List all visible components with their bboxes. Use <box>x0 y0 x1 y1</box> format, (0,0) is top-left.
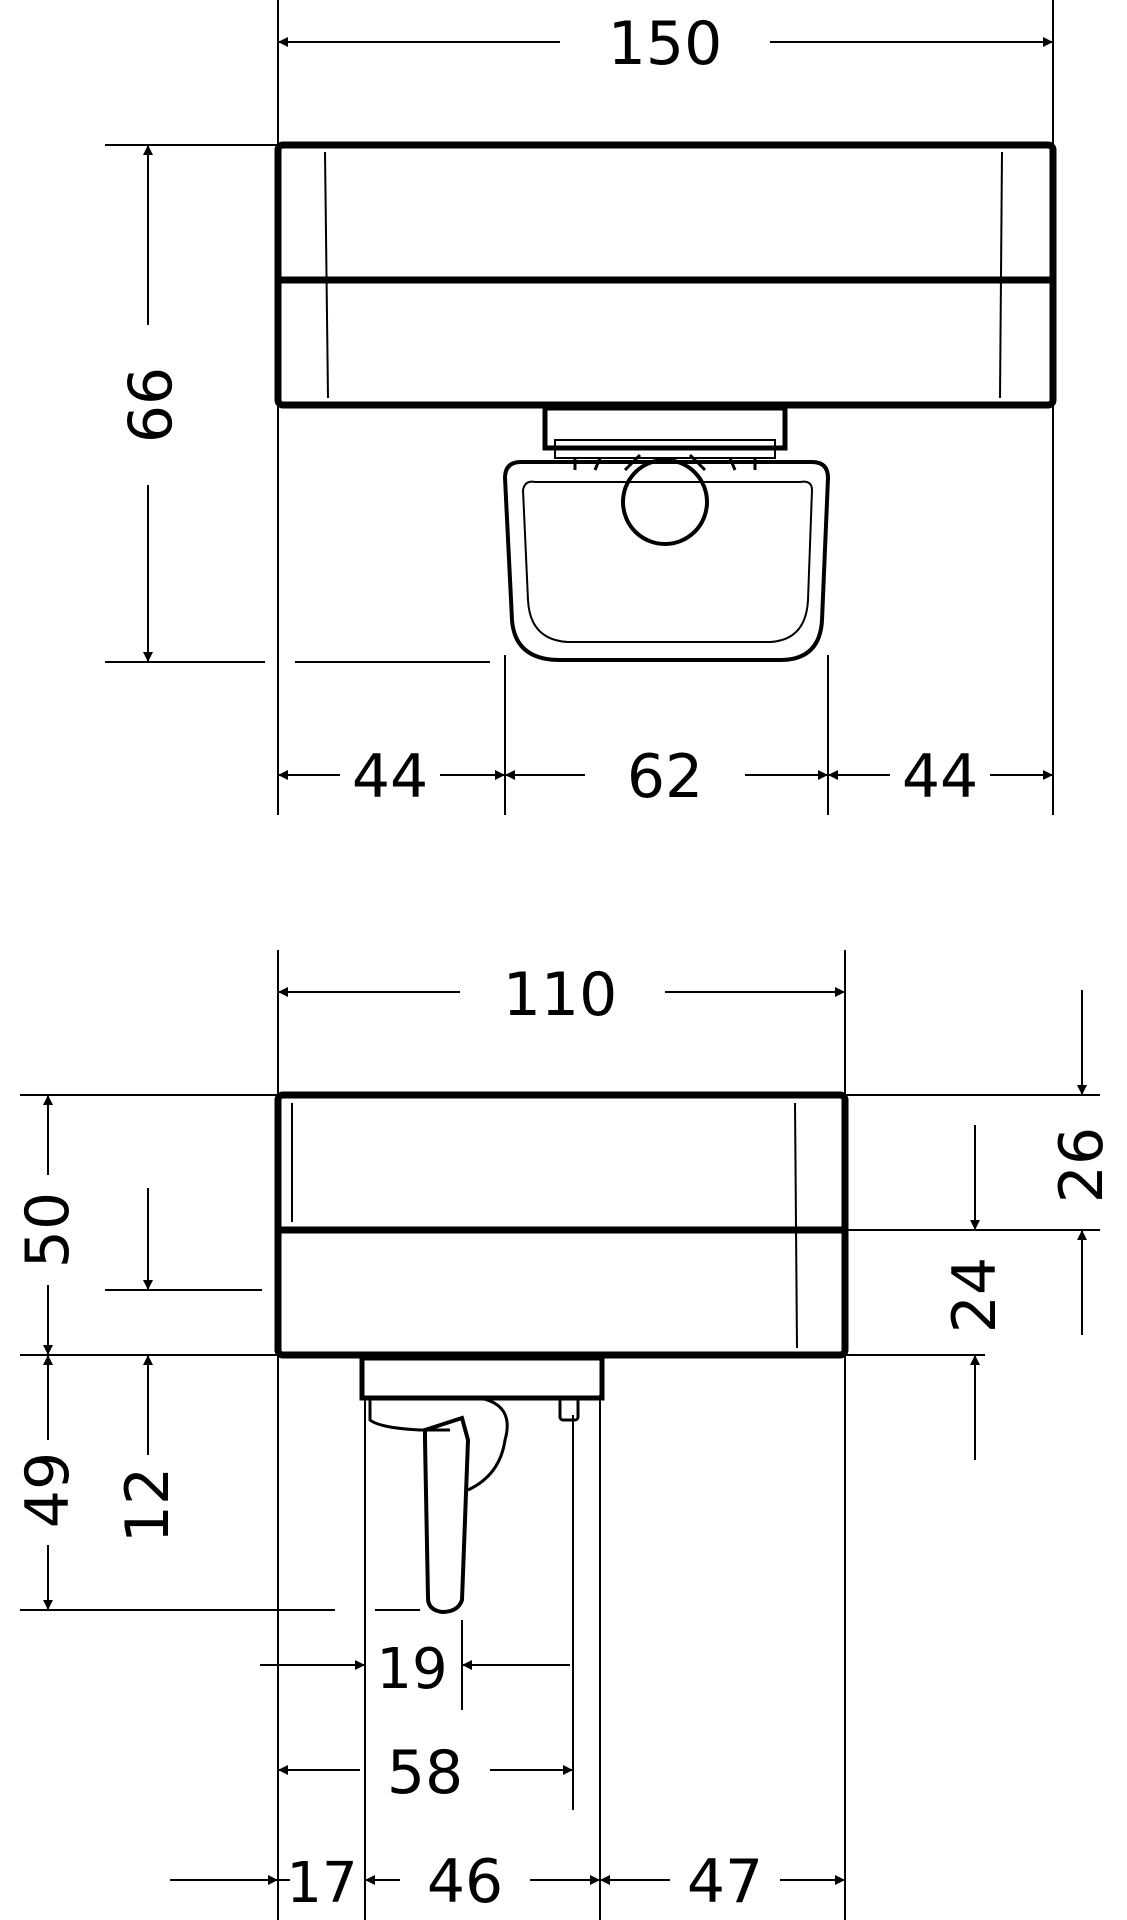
dim-150: 150 <box>608 9 723 79</box>
dim-24: 24 <box>940 1257 1010 1333</box>
dim-26: 26 <box>1047 1127 1117 1203</box>
top-body <box>274 141 1057 409</box>
side-dimensions <box>43 987 1087 1885</box>
dim-46: 46 <box>427 1847 503 1917</box>
dim-62: 62 <box>627 742 703 812</box>
dim-44-right: 44 <box>902 742 978 812</box>
dim-44-left: 44 <box>352 742 428 812</box>
dim-19: 19 <box>376 1637 447 1702</box>
dim-50: 50 <box>13 1192 83 1268</box>
top-dimensions <box>143 37 1053 780</box>
dim-99: 99 <box>113 367 183 443</box>
side-handle <box>359 1355 605 1615</box>
side-body <box>274 1091 849 1359</box>
dim-58: 58 <box>387 1738 463 1808</box>
dim-12: 12 <box>113 1467 183 1543</box>
soap-tray <box>502 453 831 662</box>
dim-47: 47 <box>687 1847 763 1917</box>
side-view <box>20 950 1100 1920</box>
dim-49: 49 <box>13 1452 83 1528</box>
dim-110: 110 <box>503 960 618 1030</box>
top-view <box>105 0 1057 815</box>
dim-17: 17 <box>286 1851 357 1916</box>
